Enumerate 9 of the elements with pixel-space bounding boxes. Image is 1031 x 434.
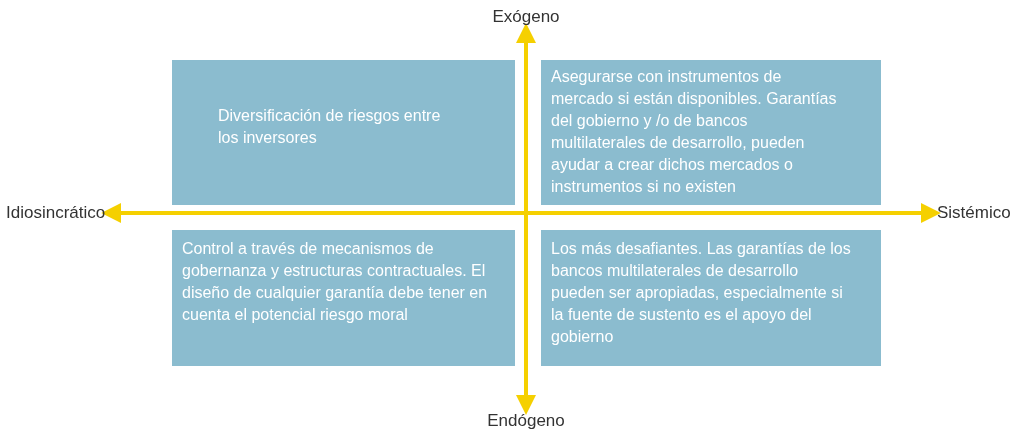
info-panel: Asegurarse con instrumentos de mercado si están disponibles. Garantías del gobierno y /o de bancos multilaterales de desarrollo, pueden ayudar a crear dichos mercados o instrumentos si no existen [541, 60, 881, 205]
info-panel: Diversificación de riesgos entre los inversores [172, 60, 515, 205]
axis-label: Endógeno [487, 411, 565, 431]
axis-label: Idiosincrático [6, 203, 106, 223]
info-panel: Los más desafiantes. Las garantías de los bancos multilaterales de desarrollo pueden ser apropiadas, especialmente si la fuente de sustento es el apoyo del gobierno [541, 230, 881, 366]
axis-label: Sistémico [937, 203, 1011, 223]
axis-arrow [516, 23, 536, 415]
info-panel: Control a través de mecanismos de gobernanza y estructuras contractuales. El diseño de cualquier garantía debe tener en cuenta el potencial riesgo moral [172, 230, 515, 366]
axis-label: Exógeno [492, 7, 560, 27]
